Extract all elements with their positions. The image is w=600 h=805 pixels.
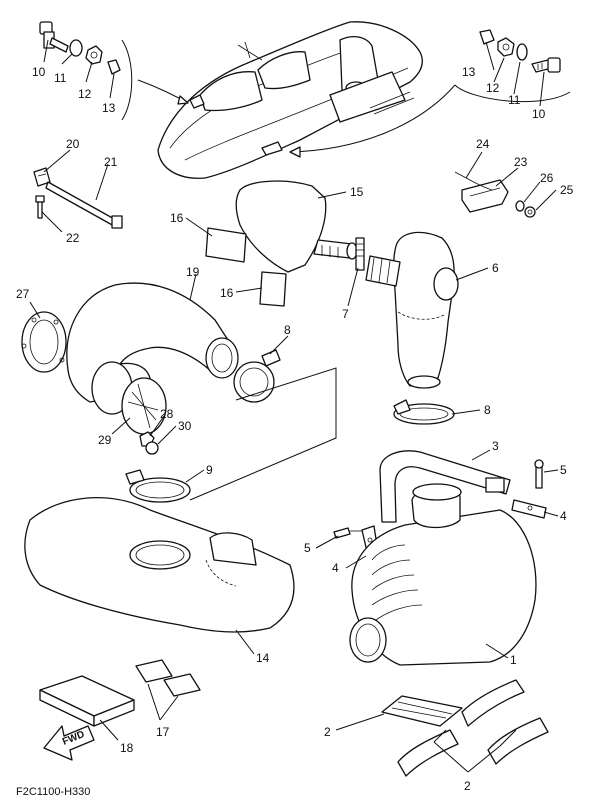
callout-30: 30 xyxy=(178,419,192,433)
callout-13-left: 13 xyxy=(102,101,116,115)
bracket-23 xyxy=(461,179,509,213)
callout-8-upper: 8 xyxy=(284,323,291,337)
strap-3 xyxy=(379,450,511,523)
callout-1: 1 xyxy=(510,653,517,667)
callout-4-right: 4 xyxy=(560,509,567,523)
cable-tie-21 xyxy=(45,181,123,229)
callout-5-left: 5 xyxy=(304,541,311,555)
mounting-ring-27 xyxy=(21,311,67,373)
damper-pad-2c xyxy=(397,729,459,777)
exhaust-hose-6 xyxy=(365,231,459,389)
bolt-10-left xyxy=(39,21,69,53)
callout-25: 25 xyxy=(560,183,574,197)
damper-pad-2b xyxy=(461,679,525,727)
callout-20: 20 xyxy=(66,137,80,151)
callout-leaders xyxy=(29,39,559,773)
insulation-pad-16a xyxy=(205,227,247,263)
fwd-direction-arrow: FWD xyxy=(43,725,95,761)
callout-23: 23 xyxy=(514,155,528,169)
callout-12-right: 12 xyxy=(486,81,500,95)
bolt-5a xyxy=(333,527,362,539)
flange-gasket-29 xyxy=(91,361,167,435)
watercraft-overview xyxy=(157,21,423,179)
bracket-4b xyxy=(511,499,547,519)
bolt-5b xyxy=(534,459,544,489)
clip-13-left xyxy=(107,59,121,75)
pad-17b xyxy=(163,673,201,697)
callout-2-upper: 2 xyxy=(324,725,331,739)
water-lock-chamber-15 xyxy=(235,180,358,273)
rivet-22 xyxy=(35,195,45,219)
callout-16-lower: 16 xyxy=(220,286,234,300)
hose-clamp-9 xyxy=(125,469,191,503)
callout-21: 21 xyxy=(104,155,118,169)
bolt-10-right xyxy=(531,57,561,73)
callout-9: 9 xyxy=(206,463,213,477)
damper-pad-2a xyxy=(381,695,463,727)
callout-7: 7 xyxy=(342,307,349,321)
hose-clamp-8a xyxy=(233,349,281,403)
callout-11-left: 11 xyxy=(54,71,67,85)
callout-18: 18 xyxy=(120,741,134,755)
callout-10-left: 10 xyxy=(32,65,46,79)
callout-10-right: 10 xyxy=(532,107,546,121)
left-hardware-group xyxy=(39,21,133,121)
screw-25 xyxy=(524,206,536,218)
callout-6: 6 xyxy=(492,261,499,275)
callout-8-lower: 8 xyxy=(484,403,491,417)
callout-19: 19 xyxy=(186,265,200,279)
callout-26: 26 xyxy=(540,171,554,185)
nut-12-right xyxy=(497,37,515,57)
callout-14: 14 xyxy=(256,651,270,665)
callout-5-right: 5 xyxy=(560,463,567,477)
callout-27: 27 xyxy=(16,287,30,301)
callout-labels: 10 11 12 13 13 12 11 10 20 21 22 24 23 2… xyxy=(16,65,574,793)
pad-17a xyxy=(135,659,173,683)
callout-15: 15 xyxy=(350,185,364,199)
callout-24: 24 xyxy=(476,137,490,151)
callout-12-left: 12 xyxy=(78,87,92,101)
callout-22: 22 xyxy=(66,231,80,245)
callout-17: 17 xyxy=(156,725,170,739)
hose-clamp-20 xyxy=(33,167,51,187)
damper-pad-2d xyxy=(487,717,549,765)
muffler-1 xyxy=(349,483,537,666)
washer-26 xyxy=(515,200,525,212)
drawing-code: F2C1100-H330 xyxy=(16,786,90,798)
washer-11-right xyxy=(516,43,528,61)
clip-13-right xyxy=(479,29,495,45)
hose-clamp-7 xyxy=(355,237,365,271)
washer-11-left xyxy=(69,39,83,57)
hose-clamp-8b xyxy=(393,399,455,425)
water-box-14 xyxy=(24,497,295,633)
callout-29: 29 xyxy=(98,433,112,447)
sponge-18 xyxy=(39,675,135,727)
callout-3: 3 xyxy=(492,439,499,453)
callout-28: 28 xyxy=(160,407,174,421)
callout-2-lower: 2 xyxy=(464,779,471,793)
callout-13-right: 13 xyxy=(462,65,476,79)
callout-11-right: 11 xyxy=(508,93,521,107)
insulation-pad-16b xyxy=(259,271,287,307)
callout-4-left: 4 xyxy=(332,561,339,575)
nut-12-left xyxy=(85,45,103,65)
callout-16-upper: 16 xyxy=(170,211,184,225)
washer-30 xyxy=(145,441,159,455)
overview-pointer-arrows xyxy=(137,79,456,158)
right-hardware-group xyxy=(454,29,571,103)
wire-24 xyxy=(454,171,493,191)
